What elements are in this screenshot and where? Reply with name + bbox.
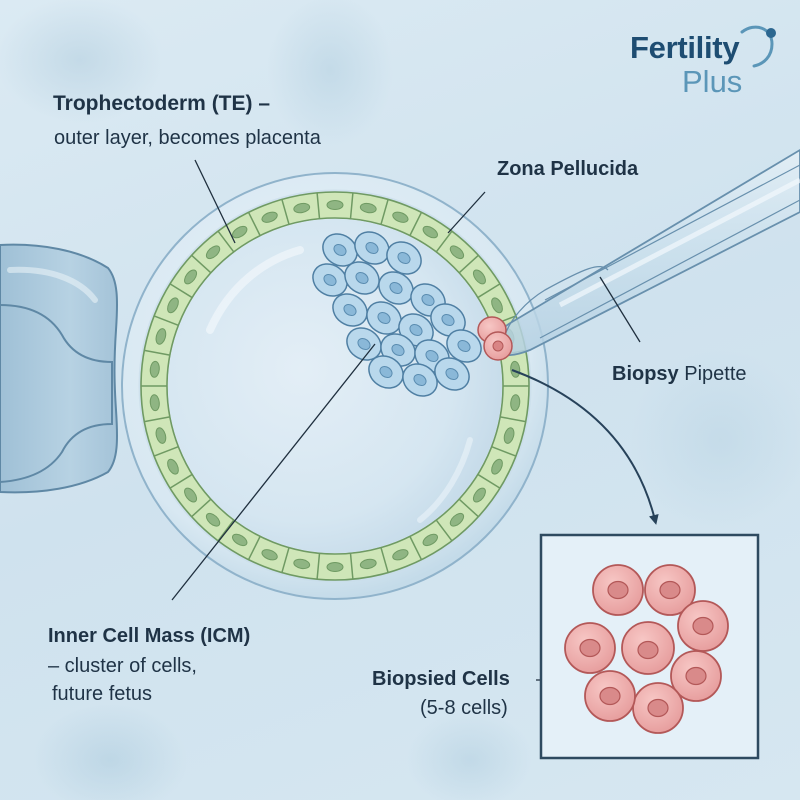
inner-cell-mass-description-2: future fetus	[52, 683, 153, 705]
biopsy-pipette-label-regular: Pipette	[678, 363, 747, 385]
inner-cell-mass-title: Inner Cell Mass (ICM)	[48, 625, 251, 647]
holding-pipette	[0, 243, 119, 494]
fertility-plus-logo: Fertility Plus	[630, 25, 780, 100]
logo-text-fertility: Fertility	[630, 30, 740, 65]
biopsy-pipette-label: Biopsy Pipette	[612, 363, 747, 386]
trophectoderm-description: outer layer, becomes placenta	[54, 127, 321, 149]
trophectoderm-title: Trophectoderm (TE) –	[53, 92, 271, 115]
logo-text-plus: Plus	[682, 64, 743, 99]
inner-cell-mass	[312, 231, 482, 397]
biopsy-pipette-label-bold: Biopsy	[612, 363, 679, 385]
zona-pellucida-label: Zona Pellucida	[497, 158, 639, 180]
biopsied-cell-cluster	[564, 564, 729, 734]
biopsied-cells-description: (5-8 cells)	[420, 697, 508, 719]
biopsied-cells-title: Biopsied Cells	[372, 668, 510, 690]
arrow-to-zoom-box	[511, 369, 659, 525]
biopsied-cells-at-tip	[477, 316, 513, 361]
person-arc-icon	[740, 25, 776, 68]
inner-cell-mass-description-1: – cluster of cells,	[48, 655, 197, 677]
